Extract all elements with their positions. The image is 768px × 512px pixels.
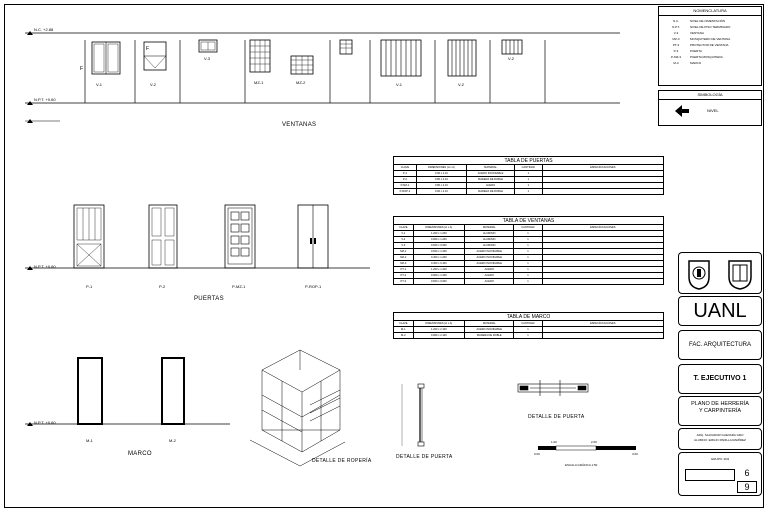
door-label: P-2 — [159, 284, 166, 289]
level-nc: N.C. +2.88 — [34, 27, 54, 32]
plan-title: PLANO DE HERRERÍA Y CARPINTERÍA — [678, 396, 762, 426]
svg-text:F: F — [80, 66, 83, 72]
table-title: TABLA DE MARCO — [393, 312, 664, 321]
faculty-name: FAC. ARQUITECTURA — [678, 330, 762, 360]
simbologia-title: SIMBOLOGÍA — [659, 91, 761, 100]
university-name: UANL — [678, 296, 762, 326]
course-name: T. EJECUTIVO 1 — [678, 364, 762, 394]
level-npt: N.P.T. +0.60 — [34, 97, 56, 102]
nomenclatura-title: NOMENCLATURA — [659, 7, 761, 16]
door-label: P-MZ-1 — [232, 284, 246, 289]
student: ALUMNO: EMILIO PADILLA RAMÍREZ — [694, 438, 746, 442]
door-label: P-1 — [86, 284, 93, 289]
svg-text:F: F — [146, 46, 149, 52]
detail-door-title: DETALLE DE PUERTA — [396, 454, 453, 460]
advisor: ARQ. SALVADOR GUEVARA GRO — [696, 433, 744, 437]
simbologia-box: SIMBOLOGÍA NIVEL — [658, 90, 762, 126]
window-label: V-3 — [204, 56, 211, 61]
section-title-ventanas: VENTANAS — [282, 122, 317, 128]
people-box: ARQ. SALVADOR GUEVARA GRO ALUMNO: EMILIO… — [678, 428, 762, 450]
faculty-shield-icon — [728, 260, 752, 290]
nomenclatura-box: NOMENCLATURA N.C.NIVEL DE CIMENTACIÓN N.… — [658, 6, 762, 86]
simbologia-item: NIVEL — [707, 108, 719, 113]
window-label: V-1 — [396, 82, 403, 87]
detail-ropero-title: DETALLE DE ROPERÍA — [312, 458, 372, 464]
window-label: V-2 — [458, 82, 465, 87]
detail-door-title-2: DETALLE DE PUERTA — [528, 414, 585, 420]
level-npt: N.P.T. +0.60 — [34, 264, 56, 269]
window-label: V-1 — [96, 82, 103, 87]
logo-box — [678, 252, 762, 294]
total-sheets: 9 — [737, 481, 757, 493]
scale-tick: 3.00 — [632, 452, 638, 456]
nomenclatura-list: N.C.NIVEL DE CIMENTACIÓN N.P.T.NIVEL DE … — [671, 19, 731, 65]
window-label: MZ-2 — [296, 80, 306, 85]
scale-label: ESCALA GRÁFICA 1:50 — [565, 463, 598, 467]
level-symbol-icon — [675, 105, 689, 117]
sheet-box: GRUPO: 2N3 6 9 — [678, 452, 762, 496]
window-label: V-2 — [150, 82, 157, 87]
door-label: P-ROP-1 — [305, 284, 322, 289]
table-title: TABLA DE VENTANAS — [393, 216, 664, 225]
signature-field — [685, 469, 735, 481]
level-npt: N.P.T. +0.60 — [34, 420, 56, 425]
drawing-sheet — [4, 4, 764, 508]
uanl-shield-icon — [688, 260, 710, 290]
section-title-marco: MARCO — [128, 451, 152, 457]
group-label: GRUPO: 2N3 — [710, 457, 730, 461]
section-title-puertas: PUERTAS — [194, 296, 224, 302]
scale-tick: 1.00 — [551, 440, 557, 444]
scale-tick: 0.00 — [534, 452, 540, 456]
sheet-number: 6 — [744, 468, 750, 478]
window-label: MZ-1 — [254, 80, 264, 85]
frame-label: M-2 — [169, 438, 176, 443]
table-title: TABLA DE PUERTAS — [393, 156, 664, 165]
scale-tick: 2.00 — [591, 440, 597, 444]
window-label: V-2 — [508, 56, 515, 61]
frame-label: M-1 — [86, 438, 93, 443]
